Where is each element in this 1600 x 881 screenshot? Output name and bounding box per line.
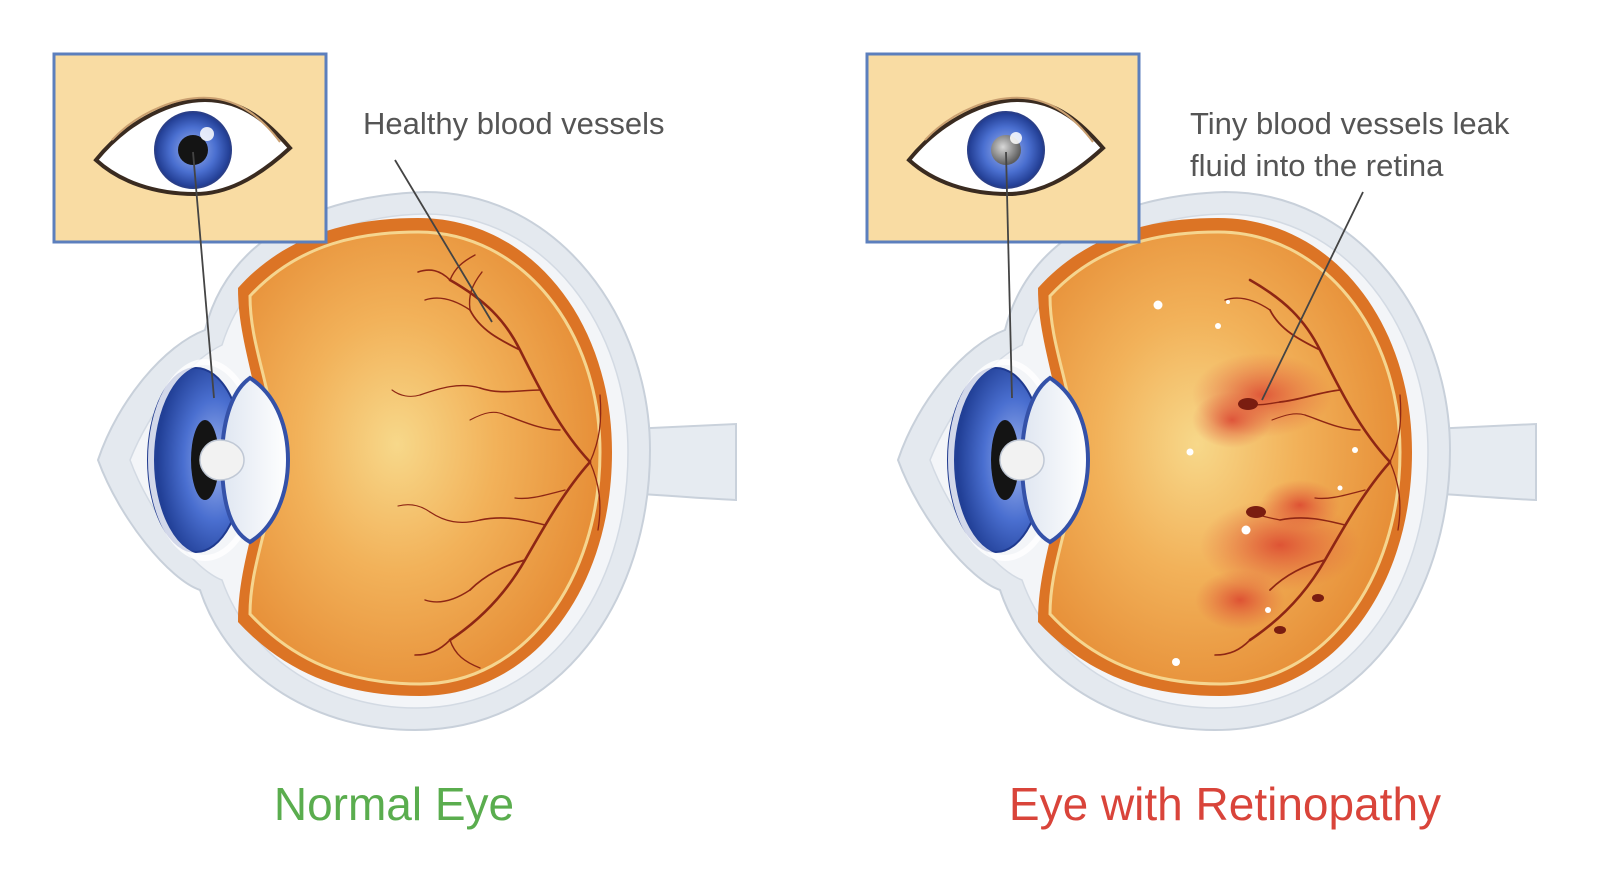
callout-text: Healthy blood vessels xyxy=(363,106,665,141)
exudates xyxy=(1153,300,1358,666)
callout-line: Healthy blood vessels xyxy=(363,106,665,141)
panel-title: Eye with Retinopathy xyxy=(1009,778,1441,830)
blood-vessels xyxy=(391,254,602,669)
lens xyxy=(1019,375,1091,545)
panel-title: Normal Eye xyxy=(274,778,514,830)
normal-eye-inset xyxy=(52,52,328,244)
normal-eye-panel: Healthy blood vessels Normal Eye xyxy=(52,52,737,830)
hemorrhages xyxy=(1192,353,1360,630)
callout-line: fluid into the retina xyxy=(1190,148,1444,183)
inset-leader-line xyxy=(192,151,215,399)
callout-text: Tiny blood vessels leak fluid into the r… xyxy=(1190,106,1518,183)
retinopathy-eye-panel: Tiny blood vessels leak fluid into the r… xyxy=(865,52,1537,830)
lens xyxy=(219,375,291,545)
callout-line: Tiny blood vessels leak xyxy=(1190,106,1510,141)
microaneurysms xyxy=(1238,398,1324,634)
callout-leader-line xyxy=(394,159,493,323)
inset-leader-line xyxy=(1005,151,1013,399)
retinopathy-eye-inset xyxy=(865,52,1141,244)
blood-vessels xyxy=(1214,278,1402,656)
pupil xyxy=(178,135,208,165)
callout-leader-line xyxy=(1261,191,1364,401)
